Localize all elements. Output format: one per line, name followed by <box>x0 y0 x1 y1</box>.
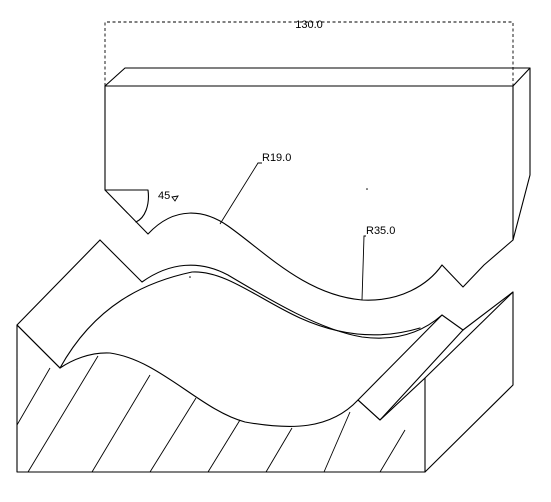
angle-label: 45 <box>158 190 170 202</box>
sheet-left-end <box>16 239 101 369</box>
center-mark-lower <box>189 276 191 278</box>
formed-sheet <box>16 239 464 421</box>
upper-block <box>104 67 531 301</box>
section-hatching <box>16 355 406 473</box>
upper-block-front-outline <box>104 85 514 301</box>
r35-label: R35.0 <box>366 225 395 237</box>
r35-leader <box>361 235 366 301</box>
dimension-extension-lines <box>104 21 514 86</box>
r19-leader <box>219 162 262 225</box>
overall-width-dimension: 130.0 <box>104 19 514 86</box>
lower-die-outline <box>16 324 426 473</box>
center-mark-upper <box>366 188 368 190</box>
lower-die-block <box>16 291 514 473</box>
center-marks <box>189 188 368 278</box>
upper-block-top-face <box>104 67 531 87</box>
sheet-upper-surface <box>99 239 464 339</box>
overall-width-label: 130.0 <box>295 19 323 31</box>
sheet-lower-surface <box>59 271 421 369</box>
lower-die-right-face <box>424 291 514 473</box>
radius-annotations: R19.0 R35.0 45 <box>158 152 395 301</box>
chamfer-notch <box>104 189 149 223</box>
r19-label: R19.0 <box>262 152 291 164</box>
upper-block-right-face <box>512 67 531 241</box>
angle-arrow-icon <box>171 195 179 202</box>
lower-die-inner-edge <box>424 291 514 379</box>
